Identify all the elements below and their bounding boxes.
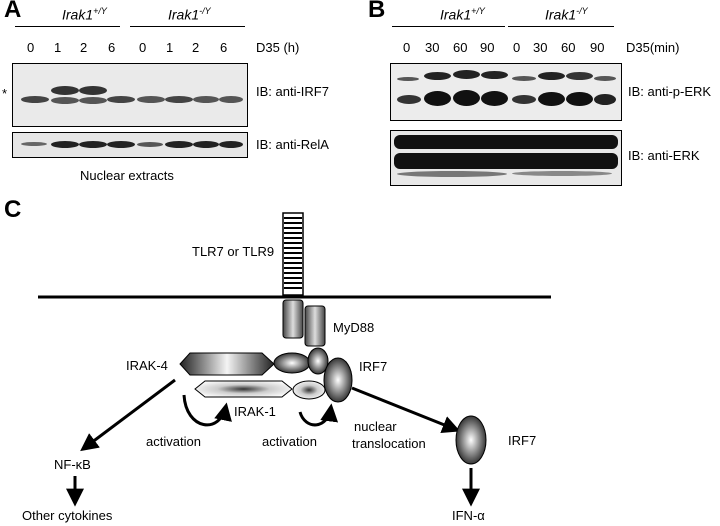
panel-a-genotype-ko: Irak1-/Y [168,6,211,23]
panel-a-letter: A [4,0,22,23]
panel-b-blot2-label: IB: anti-ERK [628,148,700,163]
panel-b-blot1-label: IB: anti-p-ERK [628,84,712,99]
panel-a-wt-bracket [15,26,120,27]
panel-a-blot1-label: IB: anti-IRF7 [256,84,329,99]
activation-arrow-1 [182,394,232,427]
panel-a-time-5: 0 [139,40,147,55]
irf7-complex-oval [323,357,353,403]
irak1-shape [194,380,293,398]
panel-b-time-3: 60 [453,40,468,55]
panel-a-time-3: 2 [80,40,88,55]
panel-b-time-7: 60 [561,40,576,55]
panel-b-blot-perk [390,63,622,121]
receptor-label: TLR7 or TLR9 [192,244,275,259]
irf7-nuclear-label: IRF7 [508,433,537,448]
panel-a-blot-rela [12,132,248,158]
panel-b-time-1: 0 [403,40,411,55]
panel-a-genotype-wt: Irak1+/Y [62,6,107,23]
arrow-to-nfkb [80,378,176,452]
activation-label-2: activation [262,434,317,449]
panel-b-time-2: 30 [425,40,440,55]
panel-b-time-6: 30 [533,40,548,55]
panel-b-treatment-label: D35(min) [626,40,680,55]
nuclear-label: nuclear [354,419,397,434]
panel-a-asterisk: * [2,86,8,101]
panel-a-time-4: 6 [108,40,116,55]
myd88-block-2 [304,305,326,347]
panel-a-time-6: 1 [166,40,174,55]
panel-b-letter: B [368,0,386,23]
activation-arrow-2 [298,403,339,427]
tlr-receptor [282,212,304,296]
panel-c-letter: C [4,196,22,223]
connector-oval-1 [273,352,311,374]
panel-b-genotype-ko: Irak1-/Y [545,6,588,23]
irak1-label: IRAK-1 [234,404,276,419]
panel-b-time-5: 0 [513,40,521,55]
panel-a-time-1: 0 [27,40,35,55]
irak1-side-oval [292,380,326,400]
panel-b-wt-bracket [392,26,505,27]
arrow-translocation [351,386,461,434]
panel-b-time-4: 90 [480,40,495,55]
panel-a-treatment-label: D35 (h) [256,40,300,55]
irf7-complex-label: IRF7 [359,359,388,374]
myd88-block-1 [282,299,304,339]
panel-a-ko-bracket [130,26,245,27]
irf7-nuclear-oval [455,415,487,465]
nfkb-label: NF-κB [54,457,91,472]
irak4-shape [179,352,275,376]
irak4-label: IRAK-4 [126,358,168,373]
activation-label-1: activation [146,434,201,449]
panel-b-genotype-wt: Irak1+/Y [440,6,485,23]
panel-a-time-8: 6 [220,40,228,55]
panel-a-blot-irf7 [12,63,248,127]
panel-b-blot-erk [390,130,622,186]
panel-a-blot2-label: IB: anti-RelA [256,137,329,152]
myd88-label: MyD88 [333,320,375,335]
translocation-label: translocation [352,436,426,451]
connector-oval-2 [307,347,329,375]
panel-b-ko-bracket [508,26,614,27]
panel-b-time-8: 90 [590,40,605,55]
panel-a-time-7: 2 [192,40,200,55]
ifn-label: IFN-α [452,508,485,523]
panel-a-time-2: 1 [54,40,62,55]
panel-a-caption: Nuclear extracts [80,168,174,183]
other-cytokines-label: Other cytokines [22,508,113,523]
